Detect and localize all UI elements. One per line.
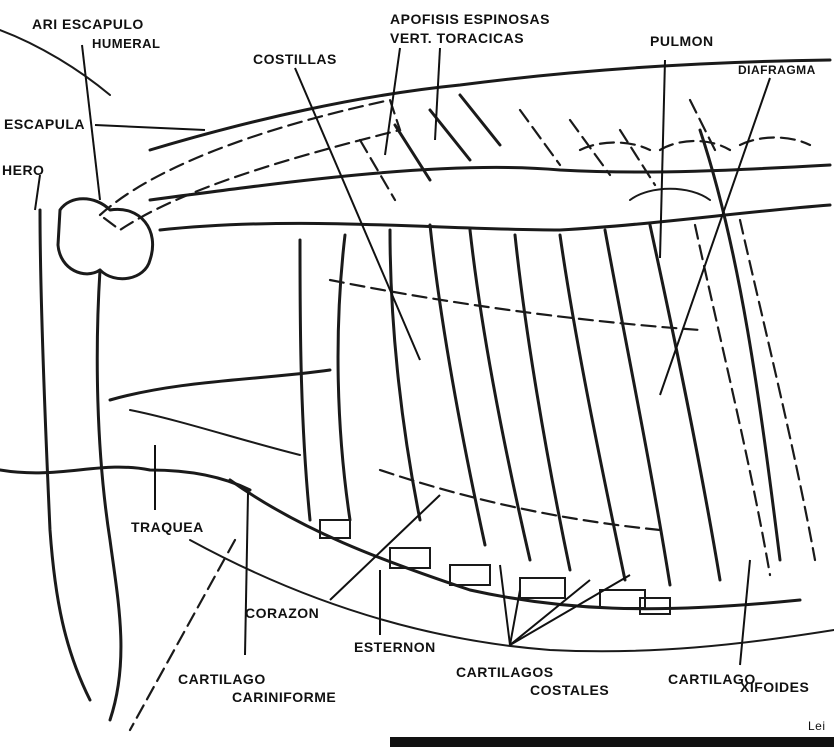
label-escapula: ESCAPULA	[4, 117, 85, 131]
humerus	[40, 210, 90, 700]
label-pulmon: PULMON	[650, 34, 714, 48]
label-apofisis-espinosas: APOFISIS ESPINOSAS	[390, 12, 550, 26]
label-cartilago-cariniforme-2: CARINIFORME	[232, 690, 336, 704]
label-art-escapulo: ARI ESCAPULO	[32, 17, 144, 31]
label-costillas: COSTILLAS	[253, 52, 337, 66]
scan-edge-bar	[390, 737, 834, 747]
label-diafragma: DIAFRAGMA	[738, 64, 816, 76]
label-cartilagos-costales-1: CARTILAGOS	[456, 665, 554, 679]
label-cartilago-xifoides-2: XIFOIDES	[740, 680, 809, 694]
label-traquea: TRAQUEA	[131, 520, 204, 534]
label-cartilago-cariniforme-1: CARTILAGO	[178, 672, 266, 686]
label-esternon: ESTERNON	[354, 640, 436, 654]
label-cartilagos-costales-2: COSTALES	[530, 683, 609, 697]
trachea	[0, 467, 250, 490]
label-corazon: CORAZON	[245, 606, 319, 620]
corner-mark: Lei	[808, 720, 826, 732]
vertebral-column	[150, 138, 830, 231]
label-humero: HERO	[2, 163, 44, 177]
label-vert-toracicas: VERT. TORACICAS	[390, 31, 524, 45]
label-humeral: HUMERAL	[92, 37, 161, 50]
sternum	[320, 520, 670, 614]
